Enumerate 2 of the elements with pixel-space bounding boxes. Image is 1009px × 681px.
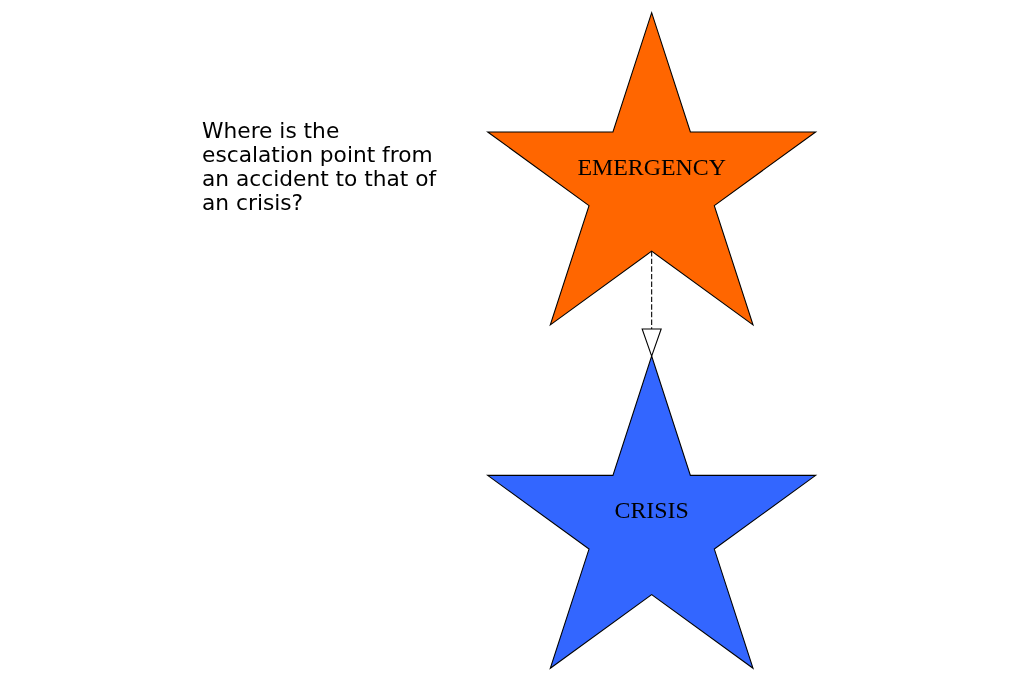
label: Where is the escalation point from an accident to that of an crisis? <box>202 118 437 216</box>
arrow <box>641 250 662 358</box>
